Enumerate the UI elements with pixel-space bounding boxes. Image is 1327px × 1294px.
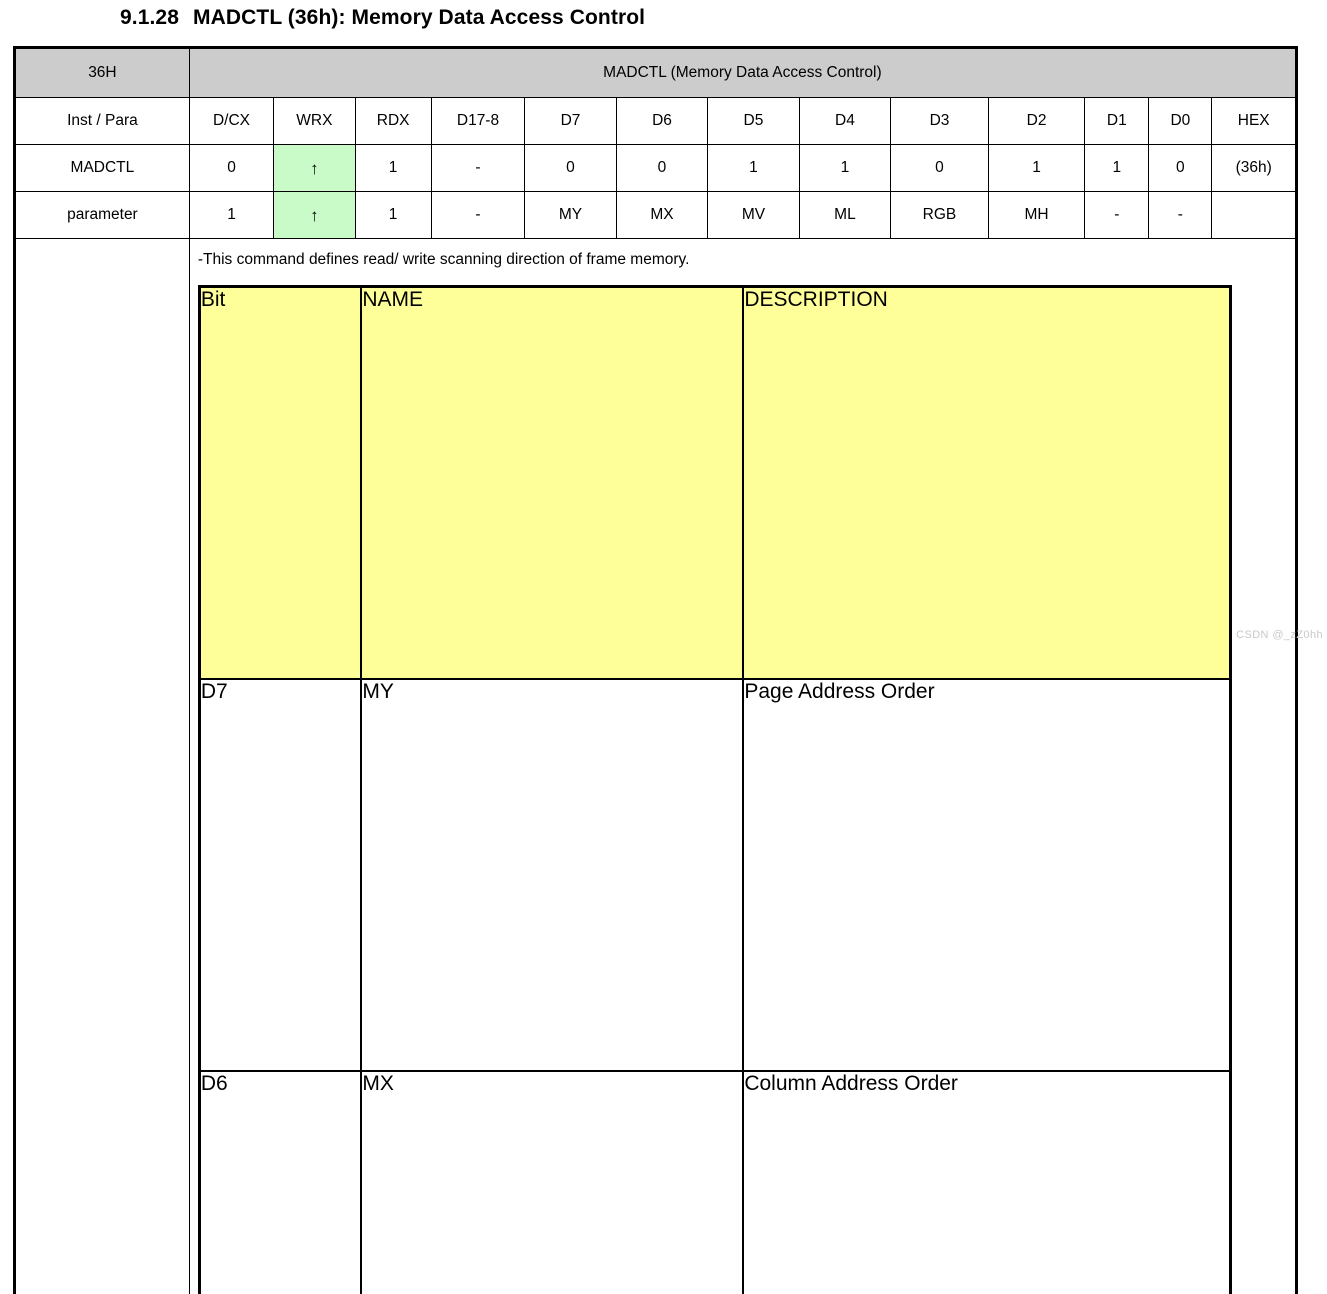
register-note-row: -This command defines read/ write scanni… [15, 239, 1297, 1294]
column-header-d17-8: D17-8 [431, 98, 525, 145]
command-description: -This command defines read/ write scanni… [190, 239, 1295, 269]
madctl-d7: 0 [525, 145, 616, 192]
column-header-wrx: WRX [274, 98, 355, 145]
madctl-d6: 0 [616, 145, 707, 192]
column-header-d5: D5 [708, 98, 799, 145]
parameter-rdx: 1 [355, 192, 431, 239]
parameter-d4: ML [799, 192, 890, 239]
register-title-row: 36H MADCTL (Memory Data Access Control) [15, 48, 1297, 98]
note-empty-cell [15, 239, 190, 1294]
row-label-madctl: MADCTL [15, 145, 190, 192]
name-cell: MX [361, 1071, 743, 1294]
bit-column-header: Bit [199, 287, 361, 680]
parameter-d5: MV [708, 192, 799, 239]
column-header-d1: D1 [1085, 98, 1149, 145]
bit-cell: D6 [199, 1071, 361, 1294]
row-label-parameter: parameter [15, 192, 190, 239]
register-name-cell: MADCTL (Memory Data Access Control) [189, 48, 1296, 98]
table-row: D7 MY Page Address Order [199, 679, 1230, 1071]
column-header-hex: HEX [1212, 98, 1297, 145]
description-cell: Page Address Order [743, 679, 1230, 1071]
madctl-d3: 0 [891, 145, 989, 192]
parameter-dcx: 1 [189, 192, 273, 239]
madctl-d1: 1 [1085, 145, 1149, 192]
column-header-rdx: RDX [355, 98, 431, 145]
madctl-rdx: 1 [355, 145, 431, 192]
parameter-hex [1212, 192, 1297, 239]
column-header-d0: D0 [1149, 98, 1212, 145]
madctl-d0: 0 [1149, 145, 1212, 192]
parameter-d2: MH [988, 192, 1085, 239]
page-title: 9.1.28 MADCTL (36h): Memory Data Access C… [120, 6, 645, 30]
name-column-header: NAME [361, 287, 743, 680]
madctl-d4: 1 [799, 145, 890, 192]
table-row: parameter 1 ↑ 1 - MY MX MV ML RGB MH - - [15, 192, 1297, 239]
register-code-cell: 36H [15, 48, 190, 98]
column-header-d3: D3 [891, 98, 989, 145]
madctl-hex: (36h) [1212, 145, 1297, 192]
rising-edge-arrow-icon: ↑ [274, 192, 355, 239]
madctl-d5: 1 [708, 145, 799, 192]
column-header-d4: D4 [799, 98, 890, 145]
column-header-d6: D6 [616, 98, 707, 145]
table-row: MADCTL 0 ↑ 1 - 0 0 1 1 0 1 1 0 (36h) [15, 145, 1297, 192]
madctl-d17-8: - [431, 145, 525, 192]
description-cell: Column Address Order [743, 1071, 1230, 1294]
watermark: CSDN @_zZ0hh [1236, 629, 1323, 641]
parameter-d7: MY [525, 192, 616, 239]
bit-cell: D7 [199, 679, 361, 1071]
note-content-cell: -This command defines read/ write scanni… [189, 239, 1296, 1294]
madctl-d2: 1 [988, 145, 1085, 192]
parameter-d17-8: - [431, 192, 525, 239]
column-header-dcx: D/CX [189, 98, 273, 145]
register-column-header-row: Inst / Para D/CX WRX RDX D17-8 D7 D6 D5 … [15, 98, 1297, 145]
description-column-header: DESCRIPTION [743, 287, 1230, 680]
madctl-dcx: 0 [189, 145, 273, 192]
parameter-d1: - [1085, 192, 1149, 239]
bit-table-header-row: Bit NAME DESCRIPTION [199, 287, 1230, 680]
column-header-inst-para: Inst / Para [15, 98, 190, 145]
name-cell: MY [361, 679, 743, 1071]
column-header-d2: D2 [988, 98, 1085, 145]
section-title: MADCTL (36h): Memory Data Access Control [193, 6, 645, 29]
parameter-d3: RGB [891, 192, 989, 239]
parameter-d6: MX [616, 192, 707, 239]
note-pad: -This command defines read/ write scanni… [190, 239, 1295, 1294]
table-row: D6 MX Column Address Order [199, 1071, 1230, 1294]
register-table: 36H MADCTL (Memory Data Access Control) … [13, 46, 1298, 1294]
parameter-d0: - [1149, 192, 1212, 239]
bit-definition-table: Bit NAME DESCRIPTION D7 MY Page Address … [198, 285, 1232, 1294]
section-number: 9.1.28 [120, 6, 179, 29]
rising-edge-arrow-icon: ↑ [274, 145, 355, 192]
column-header-d7: D7 [525, 98, 616, 145]
